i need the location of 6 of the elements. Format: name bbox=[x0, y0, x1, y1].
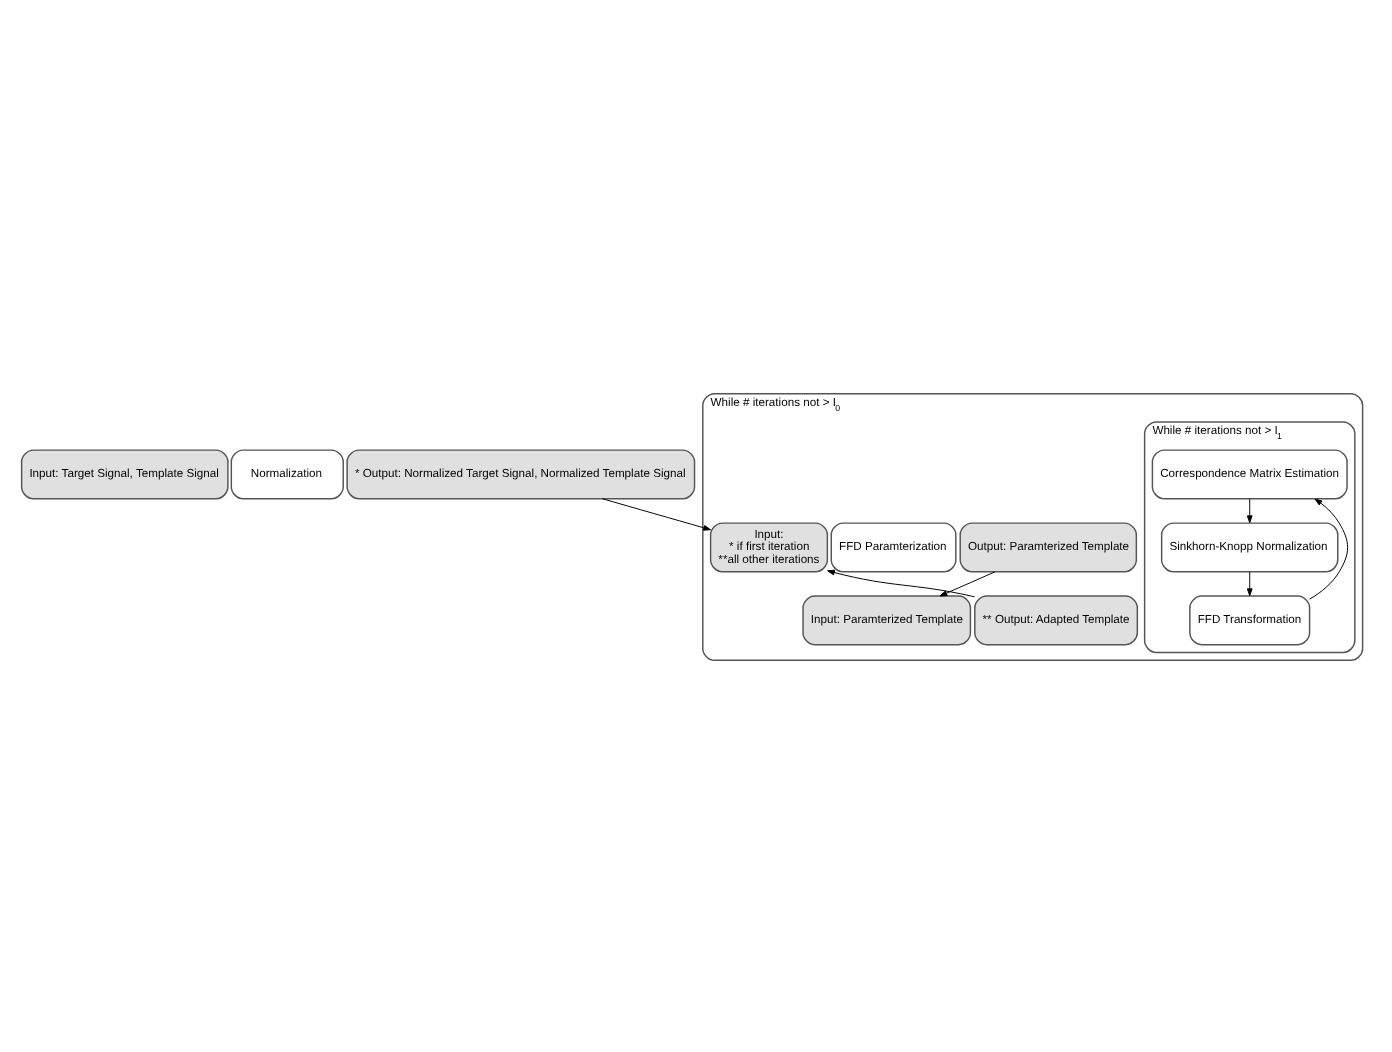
arrow bbox=[1309, 497, 1349, 599]
arrow bbox=[827, 568, 976, 597]
arrow bbox=[601, 497, 711, 530]
arrow bbox=[939, 570, 996, 596]
arrow bbox=[1246, 570, 1253, 596]
arrow bbox=[1246, 497, 1253, 523]
